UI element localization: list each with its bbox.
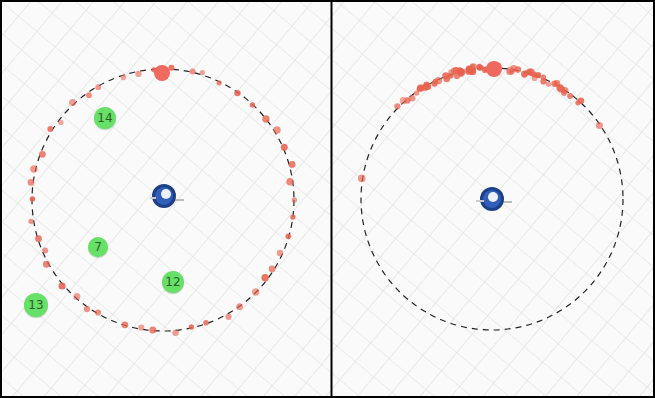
- sample-dot: [86, 92, 92, 98]
- sample-dot: [58, 120, 63, 125]
- sample-dot: [47, 126, 53, 132]
- sample-dot: [289, 161, 296, 168]
- sample-dot: [234, 90, 240, 96]
- sample-dot: [59, 282, 66, 289]
- sample-dot: [556, 84, 563, 91]
- sample-dot: [358, 175, 366, 183]
- target-dot: [154, 65, 170, 81]
- landmark-marker: 13: [24, 293, 48, 317]
- marker-number: 12: [165, 276, 180, 288]
- marker-number: 7: [94, 241, 102, 253]
- sample-dot: [250, 102, 255, 107]
- landmark-marker: 14: [94, 107, 116, 129]
- sample-dot: [394, 103, 400, 109]
- sample-dot: [73, 293, 80, 300]
- sample-dot: [509, 69, 515, 75]
- sample-dot: [84, 306, 90, 312]
- red-dots: [28, 63, 603, 336]
- sample-dot: [540, 79, 546, 85]
- sample-dot: [95, 309, 101, 315]
- marker-number: 14: [97, 112, 112, 124]
- sample-dot: [190, 69, 196, 75]
- sample-dot: [252, 288, 259, 295]
- sample-dot: [273, 126, 280, 133]
- landmark-marker: 12: [162, 271, 184, 293]
- sample-dot: [69, 99, 76, 106]
- sample-dot: [35, 235, 42, 242]
- sample-dot: [418, 86, 424, 92]
- sample-dot: [414, 90, 419, 95]
- sample-dot: [30, 196, 35, 201]
- sample-dot: [596, 122, 603, 129]
- sample-dot: [236, 303, 243, 310]
- target-dot: [486, 61, 502, 77]
- sample-dot: [409, 95, 416, 102]
- sample-dot: [567, 93, 573, 99]
- sample-dot: [200, 70, 205, 75]
- sample-dot: [172, 330, 178, 336]
- sample-dot: [561, 91, 566, 96]
- sample-dot: [225, 314, 231, 320]
- sample-dot: [515, 66, 522, 73]
- sample-dot: [578, 98, 585, 105]
- marker-number: 13: [28, 299, 43, 311]
- sample-dot: [531, 72, 537, 78]
- dashed-ring: [361, 68, 623, 330]
- sample-dot: [459, 70, 465, 76]
- robot: [150, 184, 184, 208]
- sample-dot: [121, 75, 127, 81]
- sample-dot: [546, 82, 551, 87]
- sample-dot: [417, 84, 424, 91]
- sample-dot: [442, 72, 449, 79]
- sample-dot: [43, 261, 50, 268]
- sample-dot: [435, 77, 442, 84]
- sample-dot: [149, 327, 156, 334]
- sample-dot: [95, 84, 101, 90]
- sample-dot: [285, 233, 291, 239]
- floor-right: [332, 0, 655, 398]
- sample-dot: [464, 68, 469, 73]
- sample-dot: [42, 247, 48, 253]
- sample-dot: [470, 69, 476, 75]
- landmark-marker: 7: [88, 237, 108, 257]
- sample-dot: [292, 197, 297, 202]
- sample-dot: [262, 115, 269, 122]
- sample-dot: [470, 64, 475, 69]
- sample-dot: [478, 65, 484, 71]
- sample-dot: [39, 151, 46, 158]
- sample-dot: [286, 178, 294, 186]
- sample-dot: [458, 71, 464, 77]
- sample-dot: [521, 71, 528, 78]
- sample-dot: [28, 219, 33, 224]
- sample-dot: [135, 71, 141, 77]
- sample-dot: [540, 78, 546, 84]
- sample-dot: [269, 266, 276, 273]
- sample-dot: [203, 320, 209, 326]
- sample-dot: [217, 80, 222, 85]
- sample-dot: [426, 84, 432, 90]
- sample-dot: [469, 68, 476, 75]
- sample-dot: [290, 214, 295, 219]
- sample-dot: [28, 179, 35, 186]
- floor-left: [0, 0, 331, 398]
- robot: [476, 187, 512, 211]
- sample-dot: [138, 324, 144, 330]
- sample-dot: [30, 165, 37, 172]
- sample-dot: [261, 274, 268, 281]
- sample-dot: [189, 324, 194, 329]
- dashed-ring: [32, 69, 294, 331]
- panel-divider: [331, 0, 333, 398]
- sample-dot: [281, 144, 288, 151]
- sample-dot: [122, 321, 129, 328]
- sample-dot: [277, 250, 283, 256]
